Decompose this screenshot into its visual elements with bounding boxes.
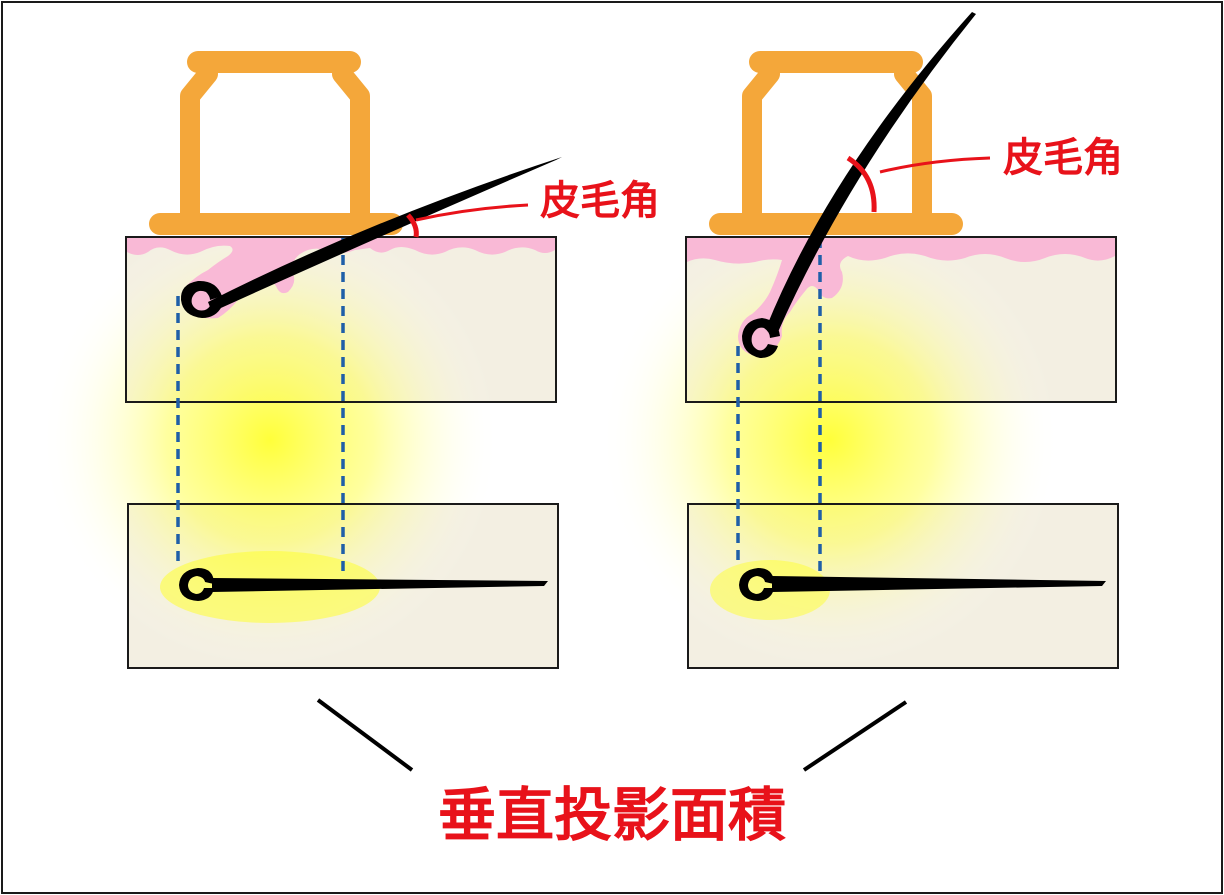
right-hair-bulb (742, 318, 780, 358)
right-angle-leader (879, 156, 991, 174)
caption-text: 垂直投影面積 (438, 781, 786, 849)
left-projected-hair (212, 578, 548, 592)
left-device (149, 51, 403, 235)
left-hair-bulb (180, 280, 222, 318)
caption-bracket-left (316, 698, 414, 772)
right-light-glow (590, 210, 1070, 670)
right-angle-label: 皮毛角 (1003, 135, 1123, 181)
right-hair-shaft (766, 12, 976, 332)
left-angle-leader (415, 203, 529, 222)
caption-bracket-right (802, 700, 908, 772)
left-panel (30, 51, 562, 670)
left-hair-shaft (208, 157, 562, 312)
right-device (709, 51, 963, 235)
left-angle-arc (406, 213, 419, 238)
left-angle-label: 皮毛角 (540, 178, 660, 224)
right-panel (590, 12, 1119, 670)
left-projected-bulb (179, 568, 214, 601)
right-projected-bulb (739, 568, 774, 601)
right-angle-arc (846, 155, 877, 213)
left-light-glow (30, 210, 510, 670)
right-projected-hair (772, 576, 1106, 592)
